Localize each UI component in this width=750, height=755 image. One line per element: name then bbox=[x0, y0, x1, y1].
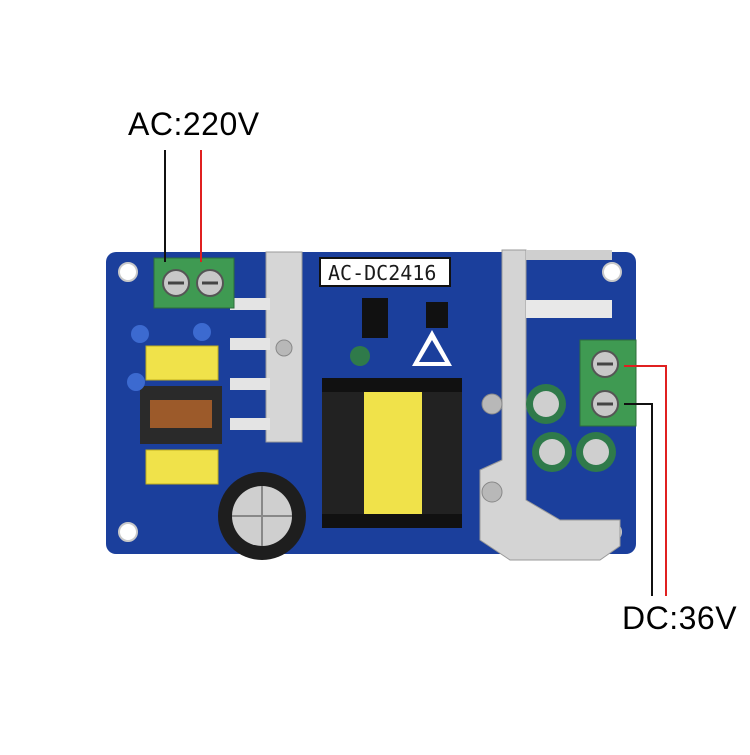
input-terminal-block bbox=[153, 257, 235, 309]
input-wires bbox=[164, 150, 202, 262]
model-label-box bbox=[319, 257, 451, 287]
heatsink-left bbox=[230, 251, 303, 443]
capacitor-icon bbox=[218, 472, 306, 560]
output-capacitors bbox=[350, 346, 616, 472]
input-voltage-label: AC:220V bbox=[128, 106, 260, 142]
board-model-text: AC-DC2416 bbox=[328, 261, 436, 285]
small-capacitors bbox=[127, 323, 211, 391]
ic-chip-small bbox=[426, 302, 448, 328]
ic-chip bbox=[362, 298, 388, 338]
output-wires bbox=[624, 365, 667, 596]
heatsink-right bbox=[479, 249, 621, 561]
output-terminal-block bbox=[579, 339, 637, 427]
main-transformer bbox=[322, 378, 462, 528]
filter-inductor-top bbox=[145, 345, 219, 381]
copper-winding bbox=[150, 400, 212, 428]
esd-warning-icon bbox=[412, 330, 452, 366]
output-voltage-label: DC:36V bbox=[622, 600, 738, 636]
filter-inductor-bottom bbox=[145, 449, 219, 485]
